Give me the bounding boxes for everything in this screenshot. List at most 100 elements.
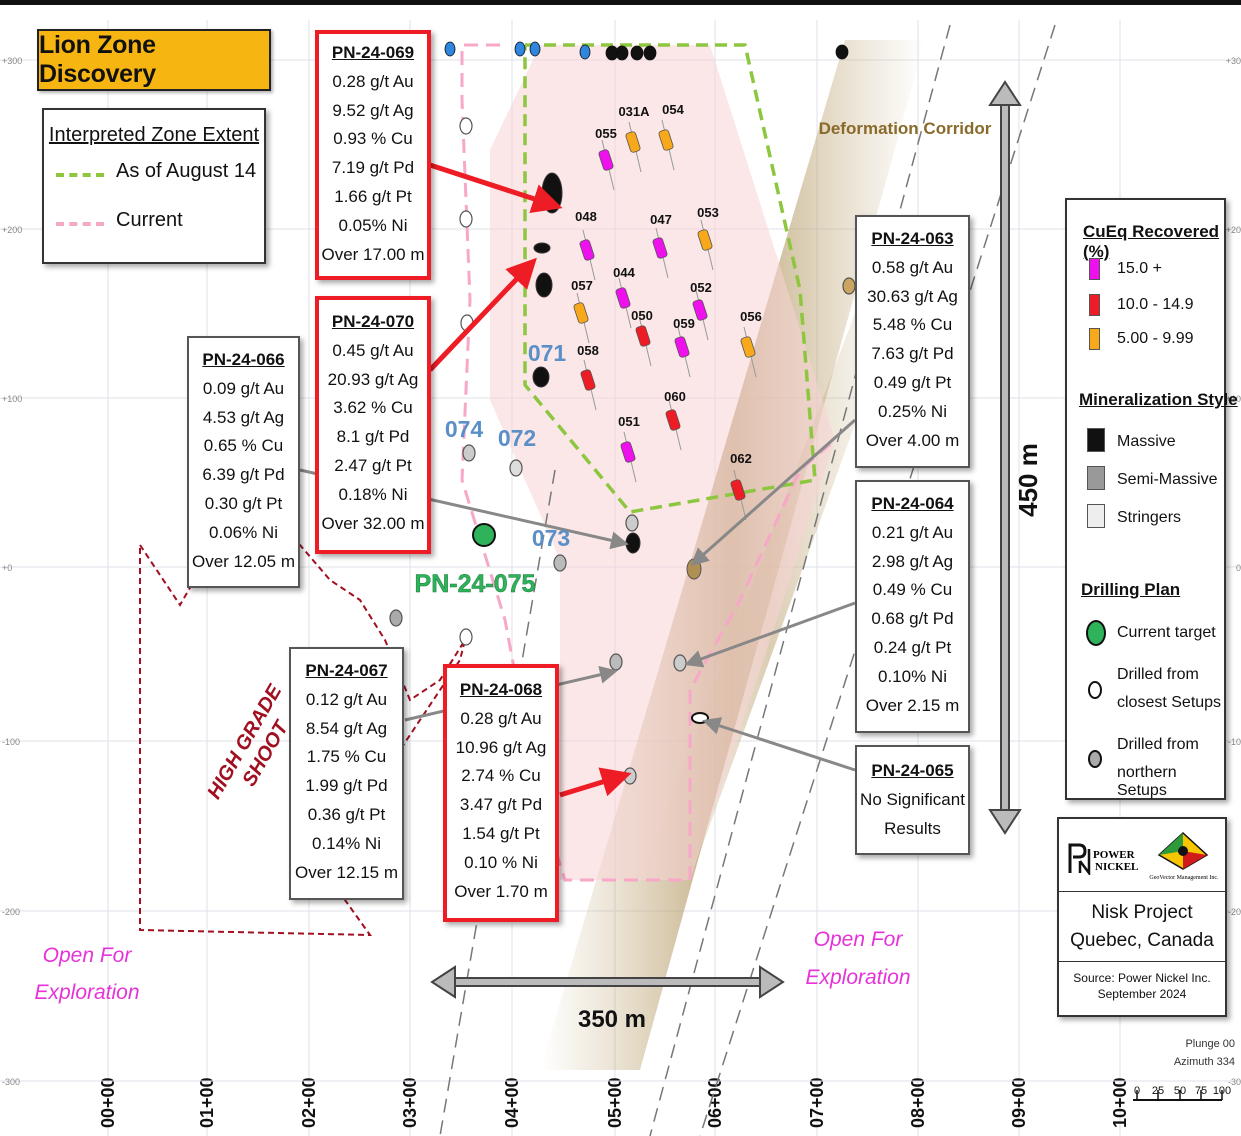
hole-label: 047 <box>650 212 672 227</box>
collar-dot <box>615 45 629 61</box>
blue-hole-label: 073 <box>532 525 570 551</box>
source-text: Source: Power Nickel Inc. <box>1073 971 1211 985</box>
zone-legend-heading: Interpreted Zone Extent <box>48 124 260 146</box>
blue-hole-label: 071 <box>528 340 567 366</box>
mineralized-intercept <box>573 302 589 324</box>
y-tick-label-left: +100 <box>2 394 22 404</box>
cueq-label-2: 10.0 - 14.9 <box>1117 296 1194 313</box>
mineralized-intercept <box>740 336 756 358</box>
pierce-point-065 <box>691 712 709 724</box>
aug14-zone-outline <box>523 43 817 514</box>
date-text: September 2024 <box>1097 987 1187 1001</box>
cueq-swatch-3 <box>1089 328 1100 350</box>
x-tick-label: 02+00 <box>299 1077 319 1128</box>
mineralized-intercept <box>615 287 631 309</box>
style-label-massive: Massive <box>1117 433 1176 450</box>
x-tick-label: 05+00 <box>605 1077 625 1128</box>
mineralized-intercept <box>579 239 595 261</box>
zone-legend: Interpreted Zone Extent As of August 14 … <box>42 108 266 264</box>
hole-label: 056 <box>740 309 762 324</box>
zone-legend-aug14: As of August 14 <box>116 160 257 182</box>
massive-intercept <box>625 532 641 554</box>
arrow-063 <box>690 418 856 566</box>
plunge-text: Plunge 00 <box>1185 1038 1235 1050</box>
mineralized-intercept <box>697 229 713 251</box>
cueq-label-3: 5.00 - 9.99 <box>1117 330 1194 347</box>
page-title: Lion Zone Discovery <box>39 31 156 88</box>
vertical-scale-arrow: 450 m <box>988 80 1043 835</box>
project-name: Nisk Project <box>1091 902 1193 923</box>
x-tick-label: 00+00 <box>98 1077 118 1128</box>
northern-setup-icon <box>1088 750 1102 768</box>
collar-dot <box>630 45 644 61</box>
hole-label: 058 <box>577 343 599 358</box>
pierce-point <box>553 554 567 572</box>
current-zone-fill <box>490 45 835 880</box>
style-swatch-semi <box>1087 466 1105 490</box>
plan-label-drilled-2: closest Setups <box>1117 694 1222 711</box>
vertical-scale-label: 450 m <box>1013 443 1043 517</box>
mineralized-intercept <box>658 129 674 151</box>
style-heading: Mineralization Style <box>1079 390 1238 409</box>
hole-label: 051 <box>618 414 640 429</box>
collar-dot <box>529 41 541 57</box>
power-nickel-text-1: POWER <box>1093 849 1135 861</box>
x-tick-label: 08+00 <box>908 1077 928 1128</box>
mineralized-intercept <box>635 325 651 347</box>
pierce-point <box>625 514 639 532</box>
y-tick-label-right: +10 <box>1226 394 1241 404</box>
right-legend: CuEq Recovered (%) 15.0 + 10.0 - 14.9 5.… <box>1065 198 1238 800</box>
pierce-point <box>462 444 476 462</box>
x-tick-label: 06+00 <box>705 1077 725 1128</box>
x-tick-label: 01+00 <box>197 1077 217 1128</box>
collar-dot <box>444 41 456 57</box>
scale-bar-tick-label: 0 <box>1134 1085 1140 1097</box>
hole-label: 052 <box>690 280 712 295</box>
geovector-mark-icon <box>1157 831 1209 870</box>
project-divider <box>1059 961 1225 962</box>
power-nickel-logo: POWER NICKEL <box>1067 841 1138 881</box>
y-tick-label-right: -10 <box>1228 737 1241 747</box>
plan-label-drilled-3: Drilled from <box>1117 736 1199 753</box>
project-info-block: POWER NICKEL GeoVector Management Inc. N… <box>1057 817 1227 1017</box>
open-exploration-left-1: Open For <box>43 944 133 967</box>
massive-intercept <box>533 242 551 254</box>
arrow-068 <box>559 767 632 798</box>
mineralized-intercept <box>598 149 614 171</box>
pierce-point <box>459 210 473 228</box>
plan-label-drilled-4: northern Setups <box>1117 764 1177 799</box>
hole-label: 044 <box>613 265 635 280</box>
geovector-text: GeoVector Management Inc. <box>1149 875 1219 881</box>
mineralized-intercept <box>620 441 636 463</box>
mineralized-intercept <box>692 299 708 321</box>
y-tick-label-right: 0 <box>1236 563 1241 573</box>
arrow-064 <box>684 601 856 668</box>
y-tick-label-left: +300 <box>2 56 22 66</box>
deformation-label: Deformation Corridor <box>819 119 992 138</box>
scale-bar-tick-label: 50 <box>1174 1085 1186 1097</box>
open-exploration-left-2: Exploration <box>34 981 139 1004</box>
horizontal-scale-label: 350 m <box>578 1006 646 1033</box>
scale-bar-tick-label: 100 <box>1213 1085 1231 1097</box>
open-exploration-right-2: Exploration <box>805 966 910 989</box>
hole-label: 048 <box>575 209 597 224</box>
closest-setup-icon <box>1088 681 1102 699</box>
y-tick-label-left: +0 <box>2 563 12 573</box>
cueq-label-1: 15.0 + <box>1117 260 1162 277</box>
scale-bar-tick-label: 75 <box>1195 1085 1207 1097</box>
collar-dot <box>514 41 526 57</box>
mineralized-intercept <box>580 369 596 391</box>
cueq-heading: CuEq Recovered (%) <box>1083 222 1220 261</box>
x-tick-label: 04+00 <box>502 1077 522 1128</box>
hole-label: 050 <box>631 308 653 323</box>
